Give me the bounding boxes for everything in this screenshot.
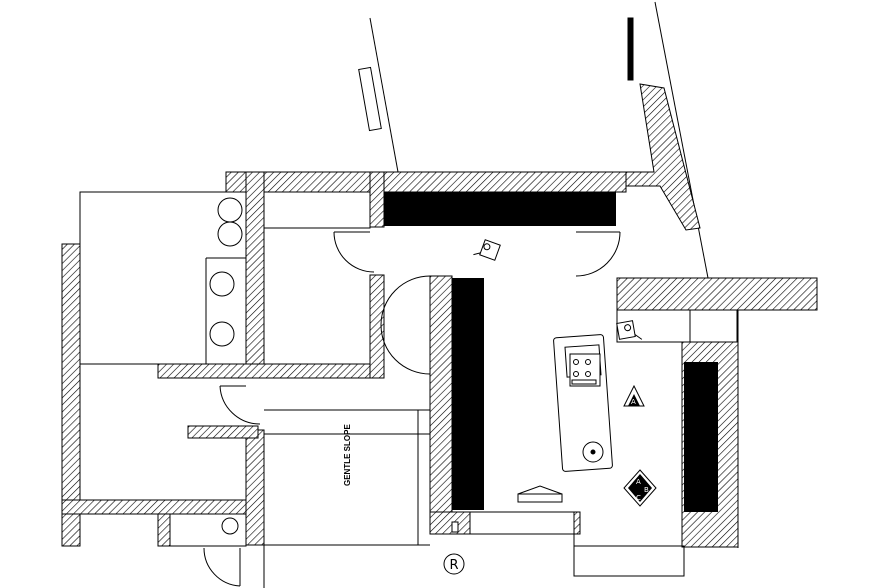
fixture-circle [217, 197, 243, 223]
marker-letter: B [644, 486, 649, 494]
fixture-circle [209, 271, 235, 297]
counter-top [384, 192, 616, 226]
person-icons [473, 239, 643, 340]
fixture-circle [217, 221, 243, 247]
wall-stub [187, 425, 259, 439]
wall-bath-top [369, 171, 385, 228]
interior-lines [79, 172, 739, 588]
door-swing [575, 231, 621, 277]
door-swing [219, 385, 261, 425]
wall-inner-lower [245, 429, 265, 546]
wall-top [225, 171, 627, 193]
solid-counters [384, 192, 718, 512]
slope-note: GENTLE SLOPE [343, 424, 352, 486]
post-mark [451, 521, 459, 533]
diamond-marker: A B C [623, 469, 657, 507]
marker-letter: A [631, 398, 636, 406]
doors [203, 231, 621, 587]
door-swing [333, 231, 375, 273]
chair-icon [473, 239, 501, 261]
grid-marker-label: R [449, 558, 458, 573]
wall-inner-vertical [245, 171, 265, 379]
fixture-circle [209, 321, 235, 347]
right-room-frame [616, 309, 738, 343]
counter-central [452, 278, 484, 510]
door-swing [203, 547, 241, 587]
entry-step [573, 545, 685, 577]
wall-right-ledge [616, 277, 818, 311]
top-room-strip [263, 191, 371, 229]
fixture-circle [221, 517, 239, 535]
wall-bottom-left [61, 499, 263, 515]
door-swing [380, 275, 431, 375]
wall-top-right-angled [625, 83, 701, 231]
marker-letter: A [636, 478, 641, 486]
triangle-marker: A [623, 384, 645, 407]
chair-icon [616, 320, 643, 340]
grid-marker: R [443, 553, 465, 575]
reception-counter [553, 334, 613, 472]
wall-bath-vertical [369, 274, 385, 379]
left-room [79, 191, 247, 365]
marker-letter: C [636, 494, 641, 502]
kiosk-counter [469, 511, 575, 535]
wall-bottom-stub [157, 513, 171, 547]
fixture-circles [209, 197, 243, 535]
exterior-boundary-lines [358, 1, 709, 279]
walls [61, 83, 818, 548]
display-stand [517, 485, 563, 503]
counter-right [684, 362, 718, 512]
wall-central-left [429, 275, 453, 535]
wall-bath-horizontal [157, 363, 385, 379]
lower-left-room [169, 513, 247, 547]
